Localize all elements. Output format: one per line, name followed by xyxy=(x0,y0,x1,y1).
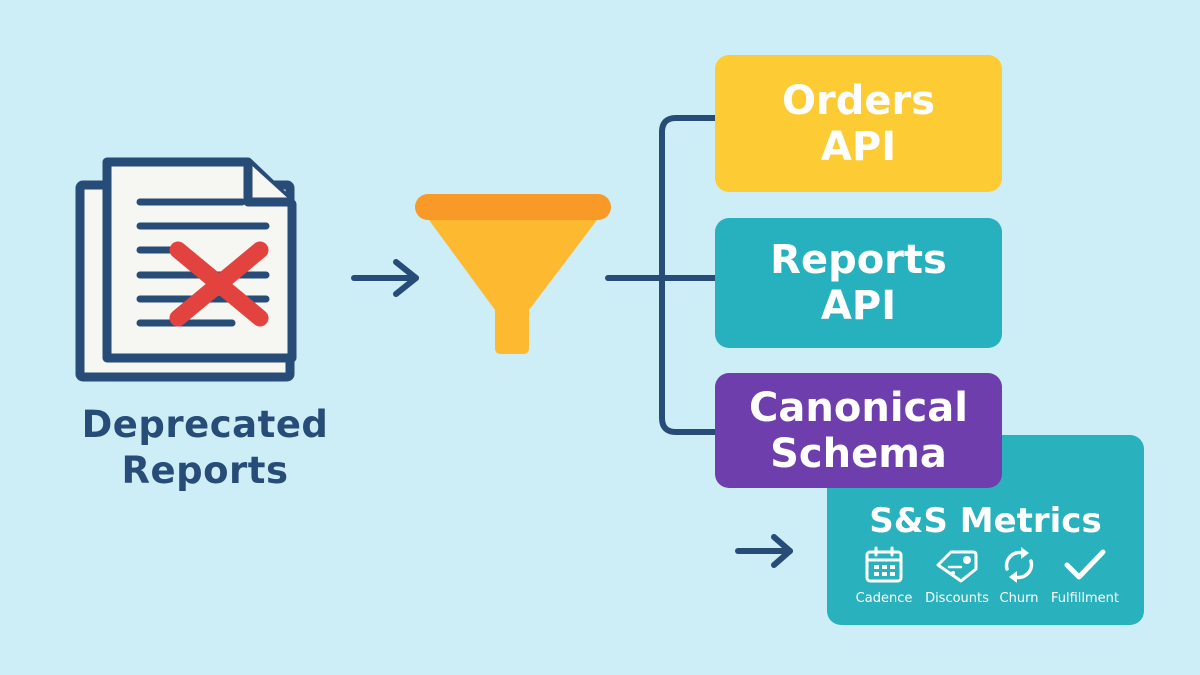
calendar-icon xyxy=(865,546,903,583)
metric-discounts: Discounts xyxy=(917,547,997,606)
connector-lines xyxy=(605,115,719,435)
deprecated-document-icon xyxy=(75,157,297,382)
arrow-right-icon xyxy=(735,534,793,568)
check-icon xyxy=(1064,549,1106,580)
refresh-icon xyxy=(1004,547,1034,583)
funnel-icon xyxy=(415,194,611,354)
metric-cadence: Cadence xyxy=(844,546,924,606)
red-x-icon xyxy=(169,241,269,327)
ss-metrics-title: S&S Metrics xyxy=(869,501,1102,541)
arrow-right-icon xyxy=(351,259,419,297)
orders-api-box: Orders API xyxy=(715,55,1002,192)
metric-churn: Churn xyxy=(979,547,1059,606)
ss-metrics-box: S&S Metrics Cadence Discounts xyxy=(827,435,1144,625)
canonical-schema-box: Canonical Schema xyxy=(715,373,1002,488)
reports-api-box: Reports API xyxy=(715,218,1002,348)
deprecated-reports-label: Deprecated Reports xyxy=(81,403,329,492)
tag-icon xyxy=(936,550,978,583)
metric-fulfillment: Fulfillment xyxy=(1045,547,1125,606)
